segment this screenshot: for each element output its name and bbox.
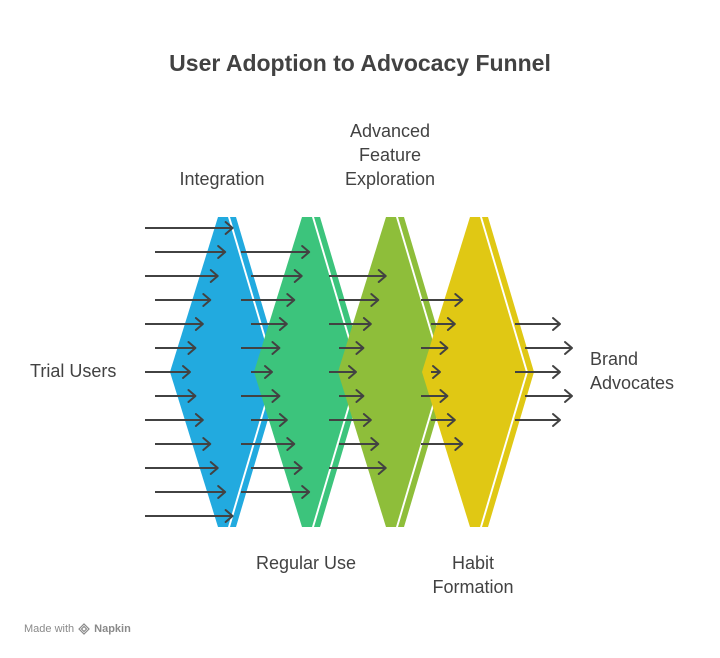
stage-label-habit-formation: Habit Formation [432,553,514,597]
arrow-head [439,389,449,403]
chevron-habit-formation [422,217,526,527]
arrow-head [362,317,372,331]
arrow-head [377,461,387,475]
arrow-head [564,389,573,403]
chevron-group [170,217,534,527]
arrow-head [217,485,227,499]
arrow-head [552,365,561,379]
arrow-head [278,413,288,427]
arrow-head [432,365,441,379]
arrow-head [202,437,212,451]
arrow-head [301,485,311,499]
arrow-head [377,269,387,283]
arrow-head [271,389,281,403]
arrow-head [187,389,197,403]
arrow-head [209,461,219,475]
arrow-head [564,341,573,355]
watermark: Made with Napkin [24,623,131,635]
arrow-head [209,269,219,283]
arrow-head [454,293,464,307]
arrow-head [552,317,561,331]
arrow-head [217,245,227,259]
arrow-head [293,461,303,475]
stage-label-advanced-feature-exploration: Advanced Feature Exploration [344,121,436,189]
arrow-head [182,365,191,379]
arrow-head [224,509,234,523]
arrow-head [446,413,456,427]
arrow-head [446,317,456,331]
diagram-title: User Adoption to Advocacy Funnel [169,50,551,76]
arrow-head [355,389,365,403]
watermark-brand: Napkin [94,623,131,635]
napkin-logo-icon [78,623,90,635]
watermark-prefix: Made with [24,623,75,635]
arrow-head [264,365,273,379]
arrow-head [286,293,296,307]
arrow-head [454,437,464,451]
arrow-head [187,341,197,355]
stage-label-brand-advocates: Brand Advocates [590,349,675,393]
arrow-group [145,221,573,523]
arrow-head [370,437,380,451]
arrow-head [439,341,449,355]
arrow-head [355,341,365,355]
arrow-head [194,317,204,331]
stage-label-regular-use: Regular Use [255,553,357,573]
arrow-head [348,365,357,379]
arrow-head [293,269,303,283]
stage-label-trial-users: Trial Users [30,361,117,381]
arrow-head [286,437,296,451]
arrow-head [362,413,372,427]
stage-label-integration: Integration [179,169,265,189]
arrow-head [552,413,561,427]
arrow-head [278,317,288,331]
arrow-head [271,341,281,355]
arrow-head [370,293,380,307]
arrow-head [194,413,204,427]
chevron-advanced-feature-exploration [338,217,442,527]
arrow-head [301,245,311,259]
chevron-integration [170,217,274,527]
arrow-head [202,293,212,307]
chevron-regular-use [254,217,358,527]
arrow-head [224,221,234,235]
